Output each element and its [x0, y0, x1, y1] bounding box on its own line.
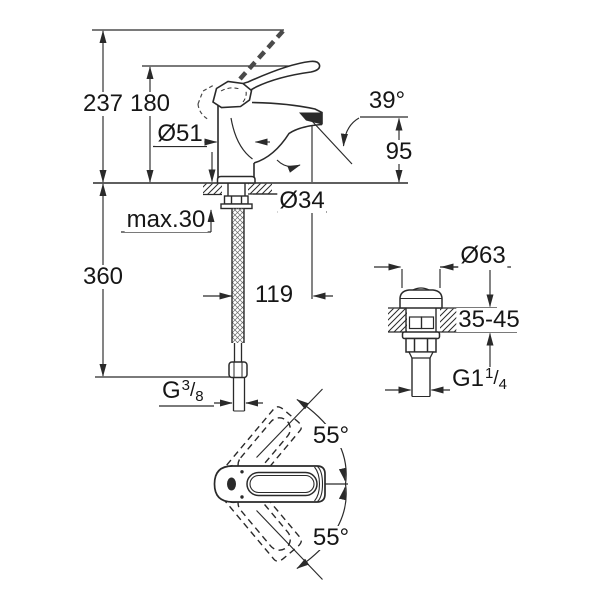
raised-handle-ghost — [197, 29, 285, 121]
mounting-hardware — [220, 183, 253, 210]
handle-knob — [212, 80, 253, 109]
side-view — [92, 29, 408, 412]
handle-top-view — [213, 465, 326, 503]
countertop-hatch — [93, 182, 408, 196]
aerator-tip — [299, 112, 322, 125]
dimension-max-deck-thickness — [121, 152, 216, 233]
waste-view — [374, 263, 517, 397]
waste-flange — [401, 331, 441, 340]
waste-nut — [405, 337, 437, 353]
dimension-spout-projection — [203, 126, 333, 300]
handle-logo-mark — [227, 477, 236, 491]
base-plate — [216, 175, 256, 184]
dimension-spray-angle — [276, 116, 408, 173]
top-view — [213, 388, 348, 580]
supply-hose — [228, 208, 248, 412]
handle-lever — [233, 60, 321, 96]
dimension-mounting-hole — [253, 193, 327, 213]
waste-countertop-hatch — [388, 307, 517, 333]
dimension-supply-thread — [159, 399, 263, 407]
dimension-body-diameter — [153, 138, 270, 148]
faucet-body — [216, 100, 323, 184]
hose-nut — [228, 361, 248, 379]
dimension-total-height — [92, 29, 284, 183]
popup-waste-drawing — [399, 287, 443, 397]
faucet-handle — [212, 60, 321, 109]
